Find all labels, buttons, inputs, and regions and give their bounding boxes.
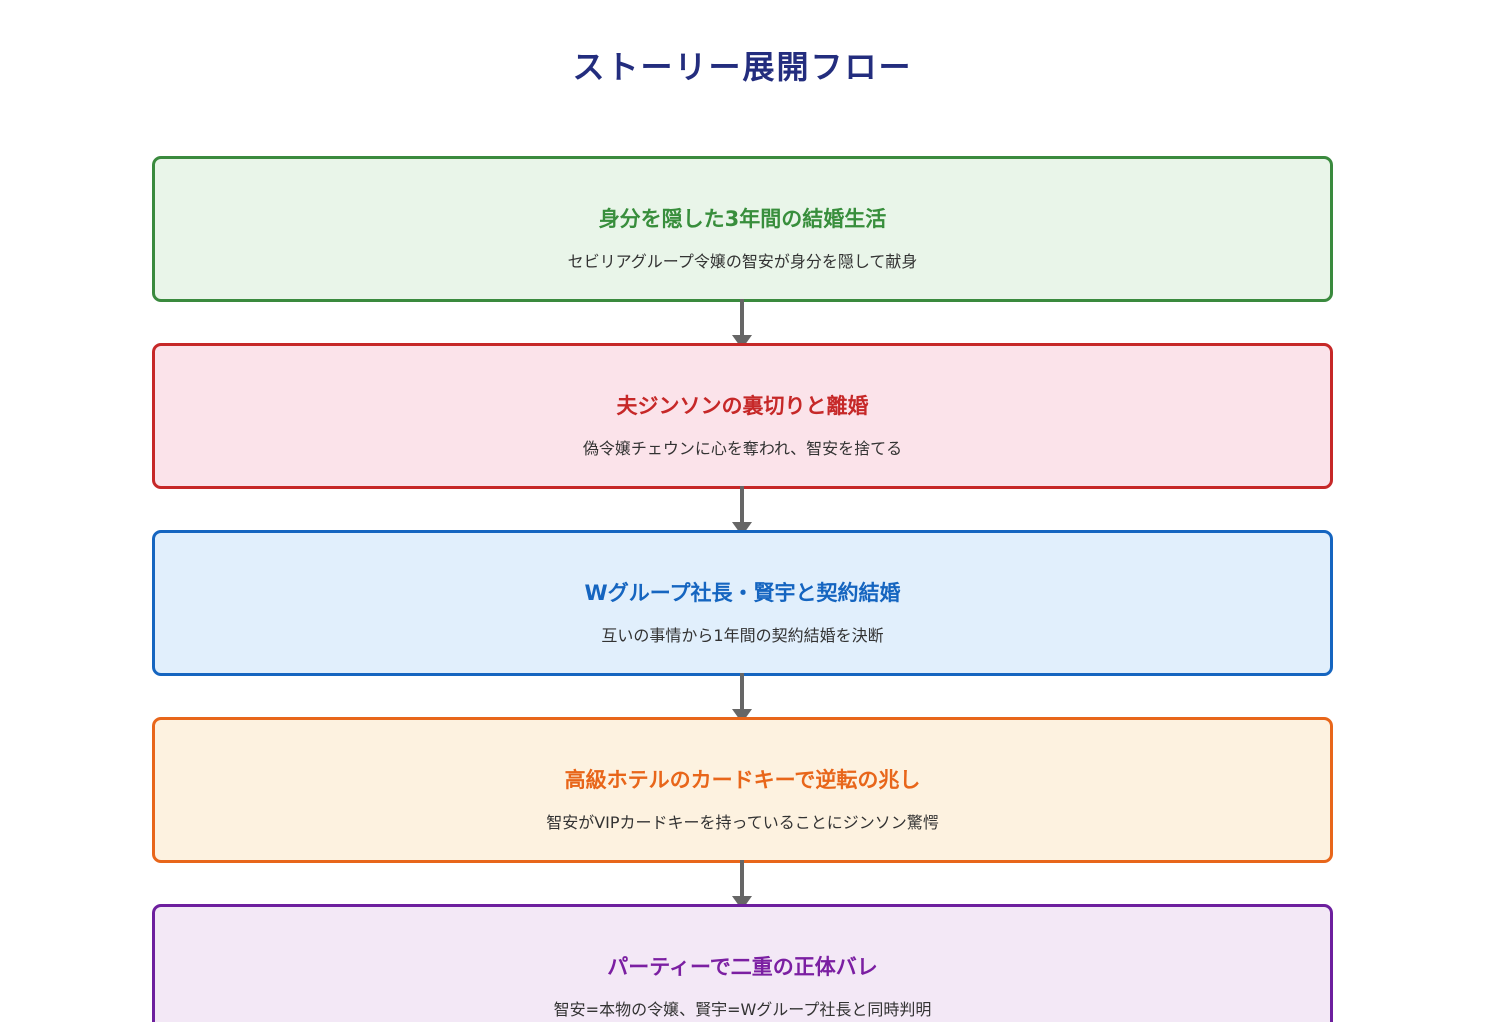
flow-node-title: パーティーで二重の正体バレ	[607, 955, 878, 979]
arrow-line	[740, 486, 744, 522]
flow-arrow-down-icon	[731, 673, 753, 723]
flow-node-marriage-hidden: 身分を隠した3年間の結婚生活 セビリアグループ令嬢の智安が身分を隠して献身	[152, 156, 1333, 302]
flow-node-title: 高級ホテルのカードキーで逆転の兆し	[564, 768, 921, 792]
canvas-bottom-clip	[0, 1022, 1485, 1035]
arrow-line	[740, 673, 744, 709]
flow-arrow-down-icon	[731, 299, 753, 349]
flow-node-contract-marriage: Wグループ社長・賢宇と契約結婚 互いの事情から1年間の契約結婚を決断	[152, 530, 1333, 676]
flow-node-subtitle: 智安がVIPカードキーを持っていることにジンソン驚愕	[546, 813, 939, 832]
arrow-line	[740, 860, 744, 896]
diagram-title: ストーリー展開フロー	[572, 48, 913, 86]
flow-arrow-down-icon	[731, 486, 753, 536]
flow-node-title: Wグループ社長・賢宇と契約結婚	[584, 581, 901, 605]
flow-node-subtitle: 智安=本物の令嬢、賢宇=Wグループ社長と同時判明	[553, 1000, 932, 1019]
flow-node-subtitle: セビリアグループ令嬢の智安が身分を隠して献身	[567, 252, 918, 271]
flow-node-hotel-cardkey: 高級ホテルのカードキーで逆転の兆し 智安がVIPカードキーを持っていることにジン…	[152, 717, 1333, 863]
flow-node-title: 夫ジンソンの裏切りと離婚	[616, 394, 869, 418]
flow-node-identity-reveal: パーティーで二重の正体バレ 智安=本物の令嬢、賢宇=Wグループ社長と同時判明	[152, 904, 1333, 1035]
flow-node-subtitle: 互いの事情から1年間の契約結婚を決断	[601, 626, 884, 645]
arrow-line	[740, 299, 744, 335]
flow-node-subtitle: 偽令嬢チェウンに心を奪われ、智安を捨てる	[582, 439, 903, 458]
flow-arrow-down-icon	[731, 860, 753, 910]
flow-node-betrayal-divorce: 夫ジンソンの裏切りと離婚 偽令嬢チェウンに心を奪われ、智安を捨てる	[152, 343, 1333, 489]
flow-node-title: 身分を隠した3年間の結婚生活	[598, 207, 887, 231]
